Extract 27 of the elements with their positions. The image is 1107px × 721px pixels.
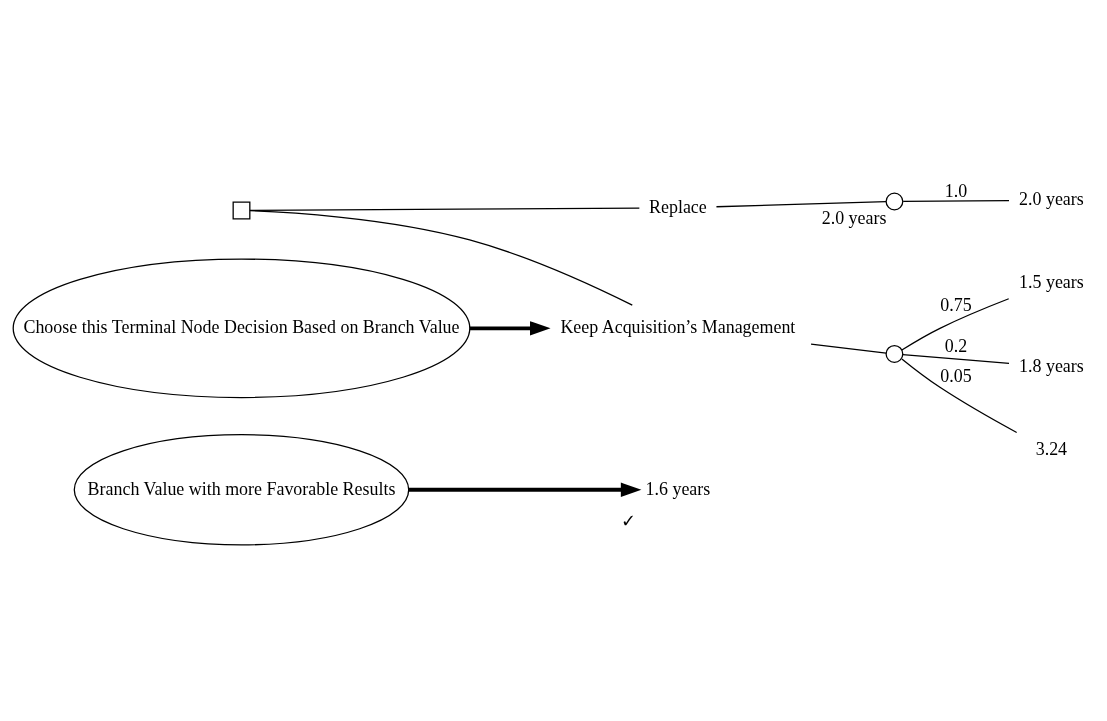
arrow (408, 482, 642, 497)
node-label: 2.0 years (821, 207, 887, 228)
node-circle (885, 192, 904, 210)
connector (715, 200, 887, 207)
arrow (469, 320, 551, 335)
connector (901, 357, 1018, 433)
node-ellipse: Branch Value with more Favorable Results (73, 433, 410, 545)
node-circle (885, 344, 904, 363)
node-ellipse: Choose this Terminal Node Decision Based on Branch Value (12, 258, 471, 398)
connector (902, 199, 1010, 202)
connector (249, 206, 640, 211)
node-text: 1.5 years (1019, 271, 1084, 292)
connector (901, 297, 1010, 351)
node-text: Replace (649, 196, 707, 217)
connector (902, 353, 1010, 364)
connector (810, 342, 887, 354)
node-label: ✓ (621, 510, 637, 531)
edge-label: 1.0 (944, 180, 968, 201)
node-text: 1.8 years (1019, 355, 1084, 376)
node-text: Keep Acquisition’s Management (560, 316, 796, 337)
node-text: 3.24 (1035, 438, 1068, 459)
edge-label: 0.75 (940, 294, 972, 315)
node-text: 1.6 years (645, 478, 711, 499)
node-box (232, 200, 251, 219)
edge-label: 0.05 (940, 365, 972, 386)
node-text: 2.0 years (1019, 188, 1084, 209)
edge-label: 0.2 (944, 335, 968, 356)
